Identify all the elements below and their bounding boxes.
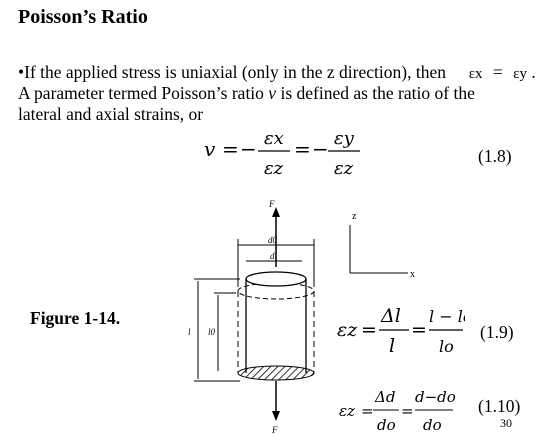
force-label-top: F	[268, 199, 275, 209]
cylinder-top	[245, 271, 307, 287]
eq-denominator: lo	[439, 337, 454, 356]
paragraph-line-2: A parameter termed Poisson’s ratio v is …	[18, 83, 475, 103]
equation-number: (1.9)	[480, 322, 514, 342]
slide-title: Poisson’s Ratio	[18, 6, 148, 28]
equation-number: (1.8)	[478, 146, 512, 166]
eq-denominator: do	[423, 416, 442, 434]
eq-equals: =	[361, 402, 374, 420]
eq-denominator: do	[377, 416, 396, 434]
cylinder-base	[237, 365, 315, 381]
figure-label: Figure 1-14.	[30, 308, 121, 328]
arrowhead-icon	[272, 411, 280, 421]
condition-period: .	[531, 62, 536, 82]
arrowhead-icon	[272, 207, 280, 217]
eq-lhs: v	[204, 137, 216, 161]
force-label-bottom: F	[271, 425, 278, 435]
paragraph-text: A parameter termed Poisson’s ratio	[18, 83, 264, 103]
paragraph-text: •If the applied stress is uniaxial (only…	[18, 62, 446, 82]
eq-equals: =	[401, 402, 414, 420]
z-axis-label: z	[352, 211, 357, 222]
cylinder-figure: F d0 di l l0 F z x	[188, 199, 415, 435]
eq-numerator: Δl	[380, 305, 401, 327]
eq-numerator: εx	[264, 128, 284, 149]
eq-numerator: l − lo	[429, 307, 465, 326]
eq-equals: =	[222, 137, 239, 161]
eq-lhs: εz	[337, 319, 358, 341]
page-number: 30	[500, 416, 512, 430]
x-axis-label: x	[410, 269, 415, 280]
eq-denominator: εz	[334, 158, 354, 179]
eq-equals: =	[361, 319, 377, 341]
di-label: di	[270, 251, 278, 261]
paragraph-line-3: lateral and axial strains, or	[18, 104, 204, 124]
eq-numerator: Δd	[374, 388, 395, 406]
eq-numerator: εy	[334, 128, 355, 149]
eq-denominator: l	[389, 335, 395, 357]
condition-equals: =	[492, 62, 503, 82]
equation-1-9: εz = Δl l = l − lo lo	[337, 305, 465, 357]
equation-1-8: v = − εx εz = − εy εz	[204, 128, 360, 179]
eq-numerator: d−do	[415, 388, 456, 406]
eq-denominator: εz	[264, 158, 284, 179]
d0-label: d0	[268, 235, 278, 245]
nu-symbol: v	[268, 83, 277, 103]
eq-minus: −	[240, 137, 257, 161]
equation-number: (1.10)	[478, 396, 521, 416]
eq-lhs: εz	[339, 402, 355, 420]
eq-minus: −	[312, 137, 329, 161]
paragraph-text: is defined as the ratio of the	[280, 83, 475, 103]
condition-rhs: εy	[513, 66, 527, 82]
condition-lhs: εx	[468, 66, 483, 82]
eq-equals: =	[411, 319, 427, 341]
eq-equals: =	[294, 137, 311, 161]
l-label: l	[188, 327, 191, 337]
l0-label: l0	[208, 327, 216, 337]
equation-1-10: εz = Δd do = d−do do	[339, 388, 456, 434]
paragraph-line-1: •If the applied stress is uniaxial (only…	[18, 62, 536, 84]
